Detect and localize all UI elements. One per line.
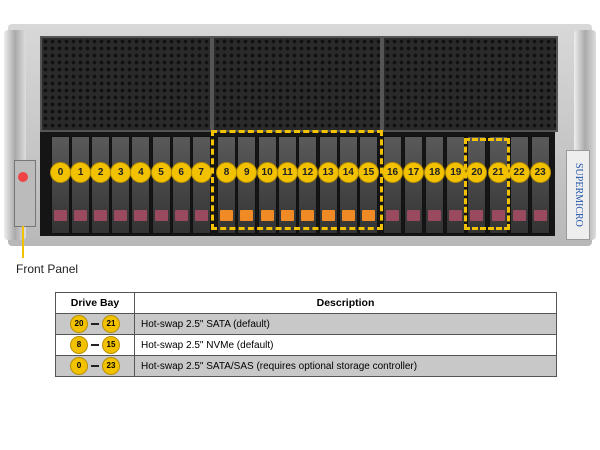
drive-bay-5[interactable] — [151, 136, 171, 234]
drive-handle[interactable] — [533, 210, 547, 221]
sata-bay-highlight — [464, 138, 510, 230]
drive-handle[interactable] — [512, 210, 526, 221]
bay-badge-from: 8 — [70, 336, 88, 354]
drive-bay-12[interactable] — [298, 136, 318, 234]
drive-handle[interactable] — [94, 210, 108, 221]
fan-grille — [382, 36, 558, 132]
bay-number-badge: 16 — [382, 162, 403, 183]
drive-bay-20[interactable] — [467, 136, 487, 234]
drive-handle[interactable] — [341, 210, 355, 221]
bay-number-badge: 5 — [150, 162, 172, 183]
drive-bay-9[interactable] — [237, 136, 257, 234]
drive-bay-16[interactable] — [383, 136, 402, 234]
drive-bay-4[interactable] — [131, 136, 151, 234]
bay-number-badge: 1 — [70, 162, 92, 183]
drive-handle[interactable] — [301, 210, 315, 221]
header-description: Description — [134, 292, 557, 314]
drive-handle[interactable] — [362, 210, 376, 221]
front-panel-label: Front Panel — [16, 262, 79, 276]
drive-handle[interactable] — [114, 210, 128, 221]
drive-bay-17[interactable] — [404, 136, 424, 234]
drive-bay-15[interactable] — [359, 136, 379, 234]
drive-bay-13[interactable] — [318, 136, 338, 234]
drive-handle[interactable] — [491, 210, 505, 221]
drive-bay-19[interactable] — [446, 136, 466, 234]
drive-bay-11[interactable] — [277, 136, 297, 234]
bay-number-badge: 4 — [130, 162, 152, 183]
drive-handle[interactable] — [74, 210, 88, 221]
drive-bay-2[interactable] — [91, 136, 111, 234]
drive-handle[interactable] — [386, 210, 399, 221]
bay-badge-from: 20 — [70, 315, 88, 333]
power-button-icon[interactable] — [18, 172, 28, 182]
bay-range: 8 15 — [55, 334, 135, 356]
bay-badge-to: 15 — [102, 336, 120, 354]
drive-bay-10[interactable] — [257, 136, 277, 234]
bay-badge-to: 21 — [102, 315, 120, 333]
drive-handle[interactable] — [428, 210, 442, 221]
drive-bay-18[interactable] — [425, 136, 445, 234]
drive-bay-3[interactable] — [111, 136, 131, 234]
table-row: 8 15 Hot-swap 2.5" NVMe (default) — [55, 334, 557, 356]
drive-bay-23[interactable] — [530, 136, 550, 234]
fan-grille — [40, 36, 212, 132]
drive-bay-14[interactable] — [338, 136, 358, 234]
drive-handle[interactable] — [154, 210, 168, 221]
bay-number-badge: 7 — [190, 162, 212, 183]
bay-description: Hot-swap 2.5" SATA/SAS (requires optiona… — [134, 355, 557, 377]
drive-handle[interactable] — [54, 210, 67, 221]
drive-bay-22[interactable] — [509, 136, 529, 234]
drive-handle[interactable] — [280, 210, 294, 221]
table-row: 0 23 Hot-swap 2.5" SATA/SAS (requires opti… — [55, 355, 557, 377]
drive-handle[interactable] — [470, 210, 484, 221]
drive-bay-6[interactable] — [171, 136, 191, 234]
header-drive-bay: Drive Bay — [55, 292, 135, 314]
bay-number-badge: 23 — [529, 162, 551, 183]
bay-number-badge: 0 — [50, 162, 71, 183]
drive-handle[interactable] — [174, 210, 188, 221]
bay-number-badge: 18 — [424, 162, 446, 183]
fan-grille — [212, 36, 382, 132]
drive-handle[interactable] — [407, 210, 421, 221]
drive-bay-7[interactable] — [191, 136, 211, 234]
bay-number-badge: 10 — [256, 162, 278, 183]
bay-badge-from: 0 — [70, 357, 88, 375]
drive-handle[interactable] — [194, 210, 208, 221]
drive-bay-0[interactable] — [51, 136, 70, 234]
nvme-bay-highlight — [211, 130, 383, 230]
callout-line — [22, 226, 24, 258]
drive-handle[interactable] — [449, 210, 463, 221]
bay-range: 0 23 — [55, 355, 135, 377]
range-dash — [91, 323, 99, 325]
range-dash — [91, 344, 99, 346]
bay-badge-to: 23 — [102, 357, 120, 375]
drive-bay-8[interactable] — [217, 136, 236, 234]
bay-number-badge: 22 — [508, 162, 530, 183]
range-dash — [91, 365, 99, 367]
bay-number-badge: 19 — [445, 162, 467, 183]
front-control-panel — [14, 160, 36, 227]
drive-handle[interactable] — [240, 210, 254, 221]
drive-handle[interactable] — [134, 210, 148, 221]
bay-number-badge: 17 — [403, 162, 425, 183]
drive-handle[interactable] — [321, 210, 335, 221]
drive-bay-1[interactable] — [71, 136, 91, 234]
drive-handle[interactable] — [220, 210, 233, 221]
bay-number-badge: 6 — [170, 162, 192, 183]
brand-logo: SUPERMICRO — [566, 150, 590, 240]
bay-number-badge: 15 — [358, 162, 380, 183]
bay-description: Hot-swap 2.5" SATA (default) — [134, 313, 557, 335]
drive-handle[interactable] — [260, 210, 274, 221]
bay-description: Hot-swap 2.5" NVMe (default) — [134, 334, 557, 356]
